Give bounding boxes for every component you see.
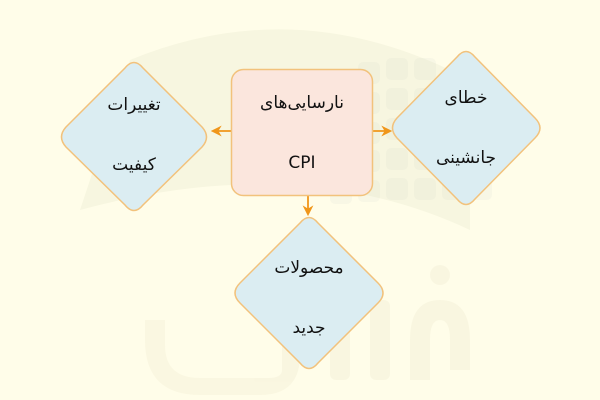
- quality-changes-label-line-2: کیفیت: [112, 155, 156, 175]
- new-products-diamond[interactable]: [234, 216, 384, 370]
- substitution-bias-label: خطای جانشینی: [406, 88, 526, 168]
- substitution-bias-label-line-1: خطای: [444, 88, 488, 108]
- quality-changes-label: تغییرات کیفیت: [74, 95, 194, 175]
- central-node-label-line-1: نارسایی‌های: [260, 92, 344, 113]
- substitution-bias-label-line-2: جانشینی: [436, 148, 497, 168]
- quality-changes-label-line-1: تغییرات: [107, 95, 161, 115]
- substitution-bias-diamond[interactable]: [391, 50, 541, 206]
- central-node-box[interactable]: [230, 68, 374, 197]
- new-products-label-line-2: جدید: [292, 318, 326, 338]
- quality-changes-diamond[interactable]: [60, 61, 208, 212]
- central-node-label-line-2: CPI: [288, 152, 316, 173]
- central-node-label: نارسایی‌های CPI: [231, 69, 373, 196]
- new-products-label: محصولات جدید: [249, 258, 369, 338]
- new-products-label-line-1: محصولات: [274, 258, 344, 278]
